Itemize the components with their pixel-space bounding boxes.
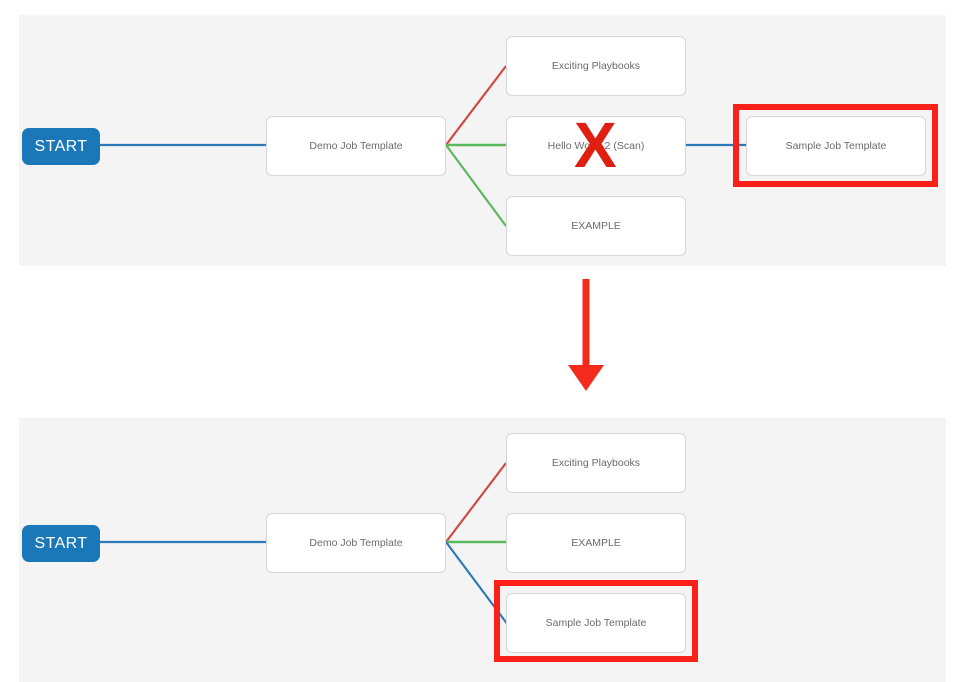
node-label: EXAMPLE [571, 537, 621, 549]
node-example-before[interactable]: EXAMPLE [506, 196, 686, 256]
node-hello-world-2-scan-before[interactable]: Hello World 2 (Scan) [506, 116, 686, 176]
node-sample-job-template-before[interactable]: Sample Job Template [746, 116, 926, 176]
start-node-after[interactable]: START [22, 525, 100, 562]
node-demo-job-template-before[interactable]: Demo Job Template [266, 116, 446, 176]
x-mark-annotation: X [574, 109, 617, 181]
node-label: Sample Job Template [785, 140, 887, 152]
down-arrow-annotation [568, 279, 604, 391]
node-label: Exciting Playbooks [551, 60, 641, 72]
link-demo-to-example [445, 144, 507, 227]
node-sample-job-template-after[interactable]: Sample Job Template [506, 593, 686, 653]
node-demo-job-template-after[interactable]: Demo Job Template [266, 513, 446, 573]
start-node-label: START [34, 137, 88, 155]
node-label: Hello World 2 (Scan) [547, 140, 645, 152]
link-demo-to-exciting-playbooks [445, 65, 507, 146]
node-example-after[interactable]: EXAMPLE [506, 513, 686, 573]
connector-lines-after [100, 462, 512, 630]
arrow-head [568, 365, 604, 391]
link-demo-to-exciting-playbooks [445, 462, 507, 543]
node-exciting-playbooks-after[interactable]: Exciting Playbooks [506, 433, 686, 493]
start-node-before[interactable]: START [22, 128, 100, 165]
node-exciting-playbooks-before[interactable]: Exciting Playbooks [506, 36, 686, 96]
node-label: Sample Job Template [545, 617, 647, 629]
link-demo-to-sample-job-template [445, 541, 512, 630]
node-label: Exciting Playbooks [551, 457, 641, 469]
node-label: Demo Job Template [309, 140, 403, 152]
start-node-label: START [34, 534, 88, 552]
node-label: EXAMPLE [571, 220, 621, 232]
workflow-panel-before: START Demo Job Template Exciting Playboo… [19, 15, 946, 266]
workflow-panel-after: START Demo Job Template Exciting Playboo… [19, 418, 946, 682]
node-label: Demo Job Template [309, 537, 403, 549]
